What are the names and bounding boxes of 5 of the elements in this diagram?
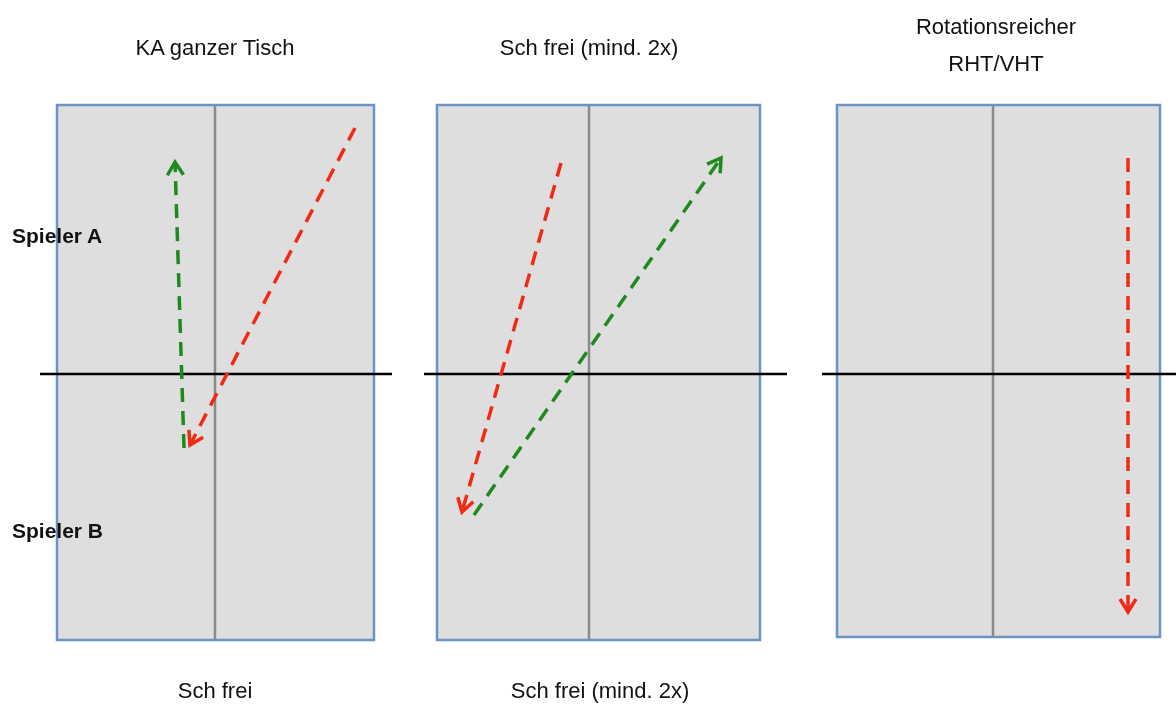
caption-text: Sch frei (mind. 2x) (509, 677, 691, 705)
table-title: KA ganzer Tisch (134, 34, 296, 62)
table-title: Sch frei (mind. 2x) (498, 34, 680, 62)
caption-text: Sch frei (176, 677, 254, 705)
table-title: Rotationsreicher RHT/VHT (914, 13, 1078, 78)
